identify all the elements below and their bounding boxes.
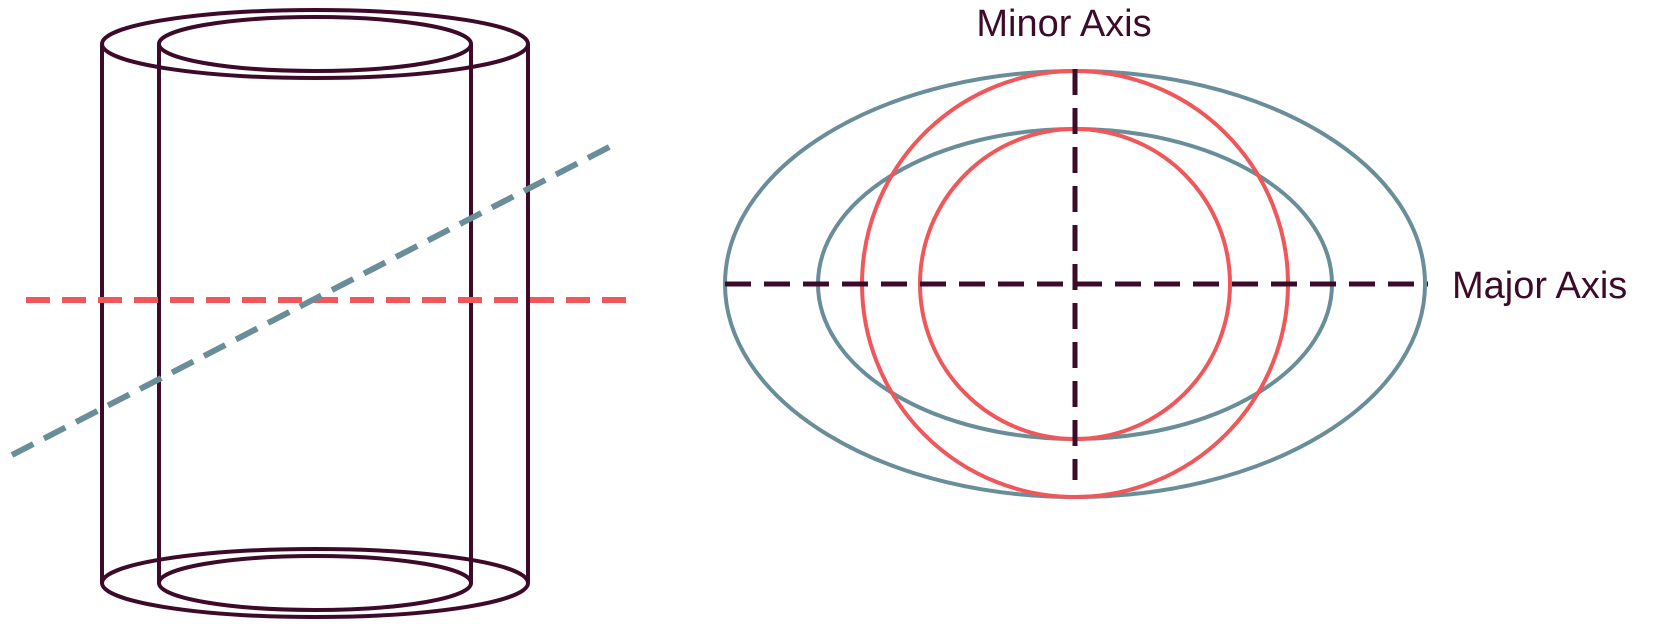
minor-axis-label: Minor Axis [976,3,1151,45]
cylinder-bottom-inner-ellipse [157,554,473,612]
cylinder-top-inner-ellipse [157,15,473,73]
cylinder-bottom-outer-ellipse [100,547,530,619]
major-axis-label: Major Axis [1452,265,1627,307]
oblique-cut-line [10,140,619,458]
cylinder-top-outer-ellipse [100,8,530,80]
hollow-cylinder [100,8,530,619]
